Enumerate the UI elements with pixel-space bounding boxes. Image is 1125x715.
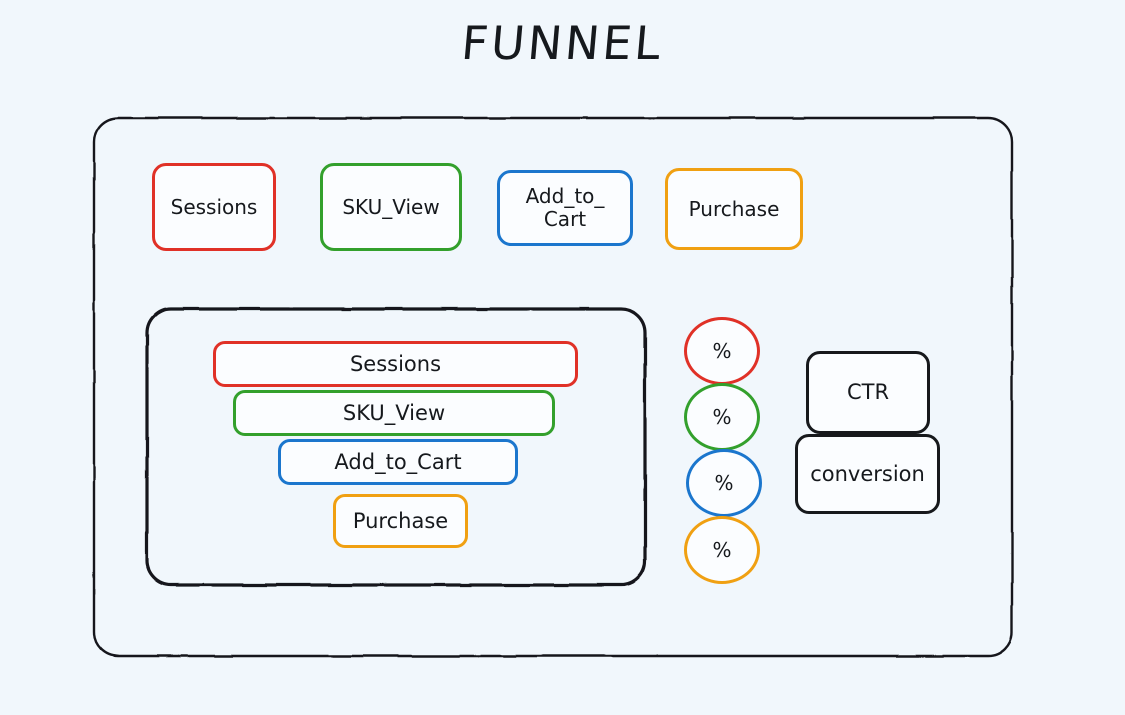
percent-symbol-icon: % (712, 537, 732, 562)
percent-circle-add-to-cart[interactable]: % (686, 449, 762, 517)
metric-box-ctr[interactable]: CTR (806, 351, 930, 434)
funnel-bar-sessions[interactable]: Sessions (213, 341, 578, 387)
metric-box-conversion-label: conversion (810, 461, 925, 486)
funnel-bar-sessions-label: Sessions (349, 351, 442, 376)
funnel-bar-sku-view-label: SKU_View (342, 400, 446, 425)
percent-circle-purchase[interactable]: % (684, 516, 760, 584)
legend-chip-add-to-cart[interactable]: Add_to_ Cart (497, 170, 633, 246)
percent-symbol-icon: % (712, 338, 732, 363)
legend-chip-sku-view[interactable]: SKU_View (320, 163, 462, 251)
funnel-bar-add-to-cart-label: Add_to_Cart (334, 449, 462, 474)
funnel-bar-purchase[interactable]: Purchase (333, 494, 468, 548)
percent-circle-sessions[interactable]: % (684, 317, 760, 385)
legend-chip-add-to-cart-label: Add_to_ Cart (526, 185, 605, 231)
legend-chip-purchase-label: Purchase (688, 196, 780, 221)
percent-circle-sku-view[interactable]: % (684, 383, 760, 451)
legend-chip-add-to-cart-line1: Add_to_ (525, 184, 605, 208)
funnel-bar-purchase-label: Purchase (352, 508, 449, 533)
funnel-bar-sku-view[interactable]: SKU_View (233, 390, 555, 436)
page-title: FUNNEL (459, 16, 666, 70)
legend-chip-sessions-label: Sessions (170, 194, 258, 219)
percent-symbol-icon: % (712, 404, 732, 429)
legend-chip-sku-view-label: SKU_View (342, 194, 440, 219)
legend-chip-add-to-cart-line2: Cart (543, 207, 587, 231)
metric-box-conversion[interactable]: conversion (795, 434, 940, 514)
percent-symbol-icon: % (714, 470, 734, 495)
legend-chip-sessions[interactable]: Sessions (152, 163, 276, 251)
legend-chip-purchase[interactable]: Purchase (665, 168, 803, 250)
funnel-bar-add-to-cart[interactable]: Add_to_Cart (278, 439, 518, 485)
metric-box-ctr-label: CTR (846, 380, 890, 405)
